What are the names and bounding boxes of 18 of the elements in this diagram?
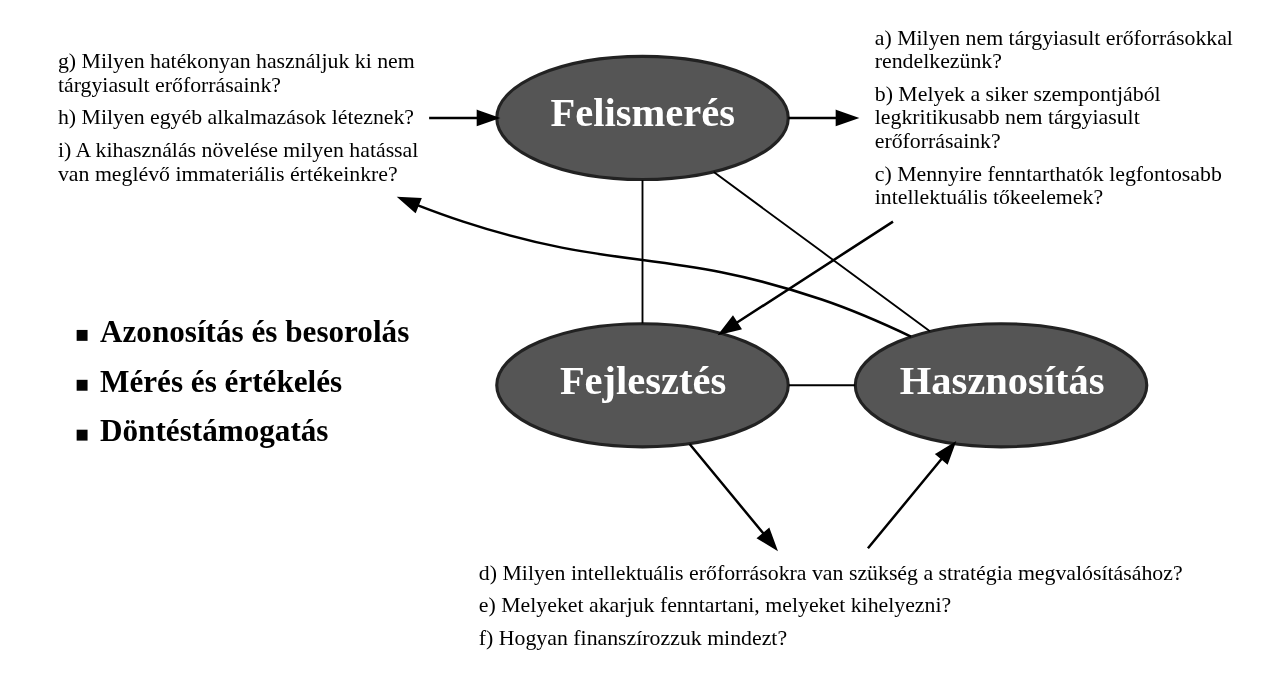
node-ellipse: Fejlesztés xyxy=(494,322,790,449)
label: Mérés és értékelés xyxy=(99,363,342,399)
node-text: a) Milyen nem tárgyiasult erőforrásokkal rendelkezünk? b) Melyek a siker szempontjából legkritikusabb nem tárgyiasult erőforrásaink? c) Mennyire fenntarthatók legfontosabb intellektuális tőkeelemek? xyxy=(874,25,1233,209)
arrow xyxy=(866,441,956,550)
arrow xyxy=(428,109,500,127)
node-text: g) Milyen hatékonyan használjuk ki nem tárgyiasult erőforrásaink? h) Milyen egyéb alkalmazások léteznek? i) A kihasználás növelése milyen hatással van meglévő immateriális értékeinkre? xyxy=(57,49,418,186)
node-ellipse: Hasznosítás xyxy=(853,322,1148,449)
arrow xyxy=(688,443,778,552)
connector xyxy=(641,179,643,325)
arrow xyxy=(396,196,912,338)
label: Döntéstámogatás xyxy=(99,413,328,449)
label: Azonosítás és besorolás xyxy=(99,313,409,349)
connector xyxy=(787,384,856,387)
arrow xyxy=(717,220,894,336)
node-ellipse: Felismerés xyxy=(494,54,790,182)
node-text: d) Milyen intellektuális erőforrásokra van szükség a stratégia megvalósításához? e) Melyeket akarjuk fenntartani, melyeket kihelyezni? f) Hogyan finanszírozzuk mindezt? xyxy=(478,560,1183,651)
arrow xyxy=(787,109,859,127)
connector xyxy=(712,171,931,333)
